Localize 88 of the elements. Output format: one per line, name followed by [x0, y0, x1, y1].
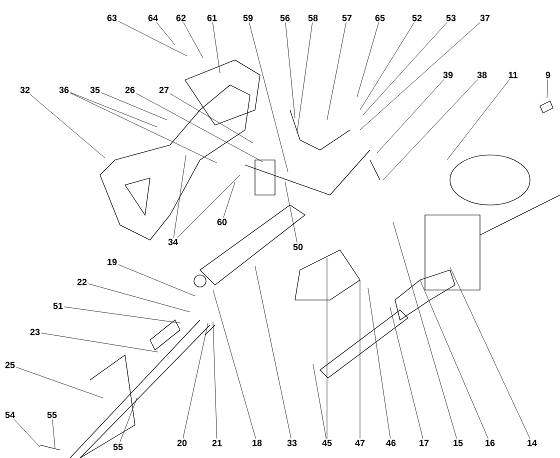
callout-number: 51 — [53, 302, 63, 310]
leader-line — [254, 266, 292, 439]
leader-line — [101, 92, 168, 120]
leader-line — [118, 264, 196, 296]
leader-line — [326, 22, 346, 120]
leader-line — [223, 182, 236, 218]
leader-line — [88, 284, 190, 312]
callout-number: 37 — [480, 14, 490, 22]
callout-number: 53 — [446, 14, 456, 22]
callout-number: 58 — [308, 14, 318, 22]
callout-number: 57 — [342, 14, 352, 22]
leader-line — [420, 280, 488, 439]
leader-line — [41, 332, 158, 352]
leader-line — [360, 22, 480, 130]
callout-number: 54 — [5, 412, 15, 418]
callout-number: 50 — [293, 244, 303, 250]
callout-number: 62 — [176, 14, 186, 22]
callout-number: 36 — [59, 86, 69, 94]
leader-line — [285, 22, 296, 118]
callout-number: 27 — [159, 86, 169, 94]
callout-number: 11 — [508, 72, 518, 78]
leader-line — [446, 79, 510, 160]
leader-line — [212, 322, 218, 439]
callout-number: 56 — [280, 14, 290, 22]
callout-number: 32 — [20, 86, 30, 94]
callout-number: 47 — [355, 440, 365, 446]
callout-number: 19 — [108, 258, 117, 266]
leader-line — [170, 94, 254, 144]
leader-line — [70, 92, 218, 164]
leader-line — [382, 79, 478, 180]
leader-line — [368, 288, 391, 439]
leader-line — [212, 22, 220, 74]
callout-number: 39 — [443, 72, 453, 78]
leader-line — [450, 266, 530, 439]
callout-number: 52 — [412, 14, 422, 22]
leader-line — [546, 79, 548, 98]
leader-line — [392, 222, 457, 439]
leader-line — [14, 419, 40, 448]
leader-line — [356, 22, 379, 98]
callout-number: 46 — [386, 440, 396, 446]
leader-line — [136, 93, 264, 162]
callout-number: 26 — [125, 86, 135, 94]
callout-number: 34 — [168, 238, 178, 246]
callout-number: 65 — [375, 14, 385, 22]
callout-number: 17 — [420, 440, 429, 446]
callout-number: 33 — [287, 440, 297, 446]
leader-line — [16, 367, 104, 398]
callout-number: 38 — [477, 72, 487, 78]
callout-number: 59 — [243, 14, 253, 22]
leader-line — [376, 79, 444, 154]
callout-number: 61 — [207, 14, 217, 22]
leader-line — [52, 419, 56, 448]
leader-line — [284, 182, 298, 243]
leader-line — [156, 22, 176, 46]
callout-number: 15 — [454, 440, 463, 446]
callout-number: 64 — [148, 14, 158, 22]
leader-line — [120, 398, 138, 443]
callout-number: 21 — [212, 440, 222, 446]
leader-line — [248, 22, 288, 172]
callout-number: 25 — [5, 362, 15, 368]
leader-line — [64, 306, 180, 324]
callout-number: 60 — [217, 218, 227, 226]
leader-line — [362, 22, 448, 116]
leader-line — [312, 364, 326, 439]
callout-number: 35 — [90, 86, 100, 94]
callout-number: 14 — [528, 440, 537, 446]
callout-number: 63 — [107, 14, 117, 22]
callout-number: 20 — [177, 440, 187, 446]
leader-line — [177, 174, 240, 238]
leader-line — [296, 22, 313, 134]
leader-line — [390, 306, 424, 439]
leader-line — [212, 290, 256, 439]
leader-line — [360, 22, 414, 110]
callout-number: 45 — [322, 440, 332, 446]
callout-number: 55 — [47, 412, 57, 418]
leader-line — [173, 154, 186, 238]
leader-line — [326, 258, 328, 439]
callout-number: 9 — [546, 72, 550, 78]
callout-number: 55 — [113, 444, 123, 450]
leader-line — [30, 94, 106, 158]
callout-number: 16 — [486, 440, 495, 446]
callout-number: 18 — [252, 440, 262, 446]
leader-line — [118, 20, 188, 56]
leader-line — [70, 92, 158, 128]
callout-number: 23 — [30, 328, 40, 336]
leader-line — [182, 322, 208, 439]
leader-line — [183, 22, 204, 58]
callout-number: 22 — [77, 278, 87, 286]
